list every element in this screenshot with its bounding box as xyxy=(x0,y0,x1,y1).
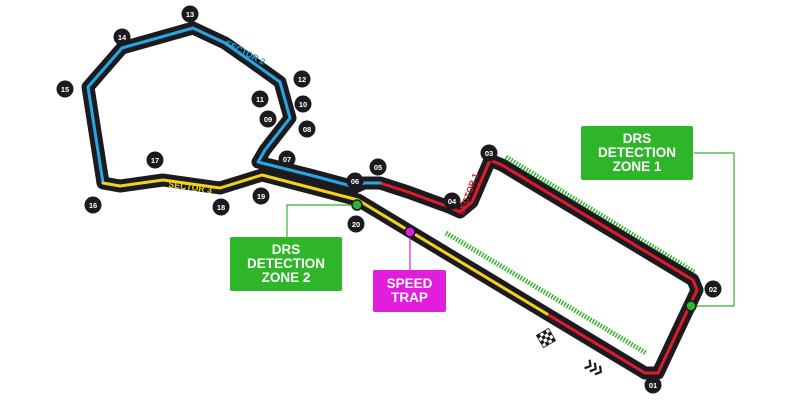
corner-19: 19 xyxy=(252,187,270,205)
corner-marker xyxy=(251,90,269,108)
corner-marker xyxy=(212,198,230,216)
drs-zone-1-line-2: DETECTION xyxy=(597,145,676,160)
corner-number: 15 xyxy=(61,85,69,94)
corner-number: 13 xyxy=(186,10,194,19)
corner-marker xyxy=(252,187,270,205)
drs-zone-1-line xyxy=(504,154,696,275)
corner-20: 20 xyxy=(347,215,365,233)
corner-02: 02 xyxy=(704,280,722,298)
corner-01: 01 xyxy=(644,376,662,394)
corner-marker xyxy=(84,196,102,214)
corner-number: 09 xyxy=(264,115,272,124)
corner-number: 11 xyxy=(256,95,264,104)
corner-number: 02 xyxy=(709,285,717,294)
corner-marker xyxy=(443,192,461,210)
corner-number: 04 xyxy=(448,197,457,206)
corner-number: 14 xyxy=(118,33,127,42)
corner-marker xyxy=(298,120,316,138)
corner-number: 10 xyxy=(299,100,307,109)
corner-07: 07 xyxy=(278,150,296,168)
corner-marker xyxy=(346,172,364,190)
corner-17: 17 xyxy=(146,151,164,169)
drs-zone-1-leader xyxy=(691,152,735,307)
corner-16: 16 xyxy=(84,196,102,214)
corner-13: 13 xyxy=(181,5,199,23)
corner-number: 12 xyxy=(298,75,306,84)
drs-zone-2-leader xyxy=(286,204,357,237)
chequered-flag-icon xyxy=(535,327,557,349)
corner-marker xyxy=(369,158,387,176)
drs-detection-zone-1-callout: DRS DETECTION ZONE 1 xyxy=(581,126,693,180)
corner-marker xyxy=(113,28,131,46)
corner-number: 17 xyxy=(151,156,159,165)
corner-marker xyxy=(146,151,164,169)
speed-trap-callout: SPEED TRAP xyxy=(373,270,446,312)
corner-number: 05 xyxy=(374,163,382,172)
drs-zone-1-line-3: ZONE 1 xyxy=(612,159,662,174)
corner-11: 11 xyxy=(251,90,269,108)
corner-number: 19 xyxy=(257,192,265,201)
direction-chevrons-icon xyxy=(584,359,603,376)
drs-zone-2-marker xyxy=(351,199,363,211)
corner-marker xyxy=(704,280,722,298)
corner-03: 03 xyxy=(480,144,498,162)
corner-15: 15 xyxy=(56,80,74,98)
drs-zone-1-marker xyxy=(685,300,697,312)
corner-number: 01 xyxy=(649,381,657,390)
corner-number: 20 xyxy=(352,220,360,229)
corner-08: 08 xyxy=(298,120,316,138)
corner-marker xyxy=(480,144,498,162)
corner-marker xyxy=(347,215,365,233)
corner-14: 14 xyxy=(113,28,131,46)
drs-zone-2-line-1: DRS xyxy=(271,242,301,257)
corner-marker xyxy=(644,376,662,394)
sector-1-line xyxy=(378,158,699,375)
sector-2-line xyxy=(86,26,382,189)
corner-number: 06 xyxy=(351,177,359,186)
drs-detection-zone-2-callout: DRS DETECTION ZONE 2 xyxy=(230,237,342,291)
track-outline xyxy=(81,21,704,380)
corner-05: 05 xyxy=(369,158,387,176)
corner-marker xyxy=(294,95,312,113)
corner-09: 09 xyxy=(259,110,277,128)
corner-number: 16 xyxy=(89,201,97,210)
corner-12: 12 xyxy=(293,70,311,88)
corner-04: 04 xyxy=(443,192,461,210)
speed-trap-marker xyxy=(404,226,416,238)
corner-marker xyxy=(181,5,199,23)
corner-number: 07 xyxy=(283,155,291,164)
corner-marker xyxy=(278,150,296,168)
corner-number: 18 xyxy=(217,203,225,212)
corner-number: 03 xyxy=(485,149,493,158)
drs-zone-2-line-3: ZONE 2 xyxy=(261,270,311,285)
corner-marker xyxy=(259,110,277,128)
corner-marker xyxy=(56,80,74,98)
corner-marker xyxy=(293,70,311,88)
speed-trap-line-1: SPEED xyxy=(386,276,433,291)
corner-18: 18 xyxy=(212,198,230,216)
speed-trap-line-2: TRAP xyxy=(391,290,428,305)
drs-zone-1-line-1: DRS xyxy=(622,131,652,146)
drs-zone-2-line-2: DETECTION xyxy=(246,256,325,271)
corner-10: 10 xyxy=(294,95,312,113)
corner-number: 08 xyxy=(303,125,311,134)
corner-markers: 01 02 03 04 05 06 07 08 09 10 11 12 13 14 15 16 17 18 19 20 xyxy=(56,5,722,394)
corner-06: 06 xyxy=(346,172,364,190)
